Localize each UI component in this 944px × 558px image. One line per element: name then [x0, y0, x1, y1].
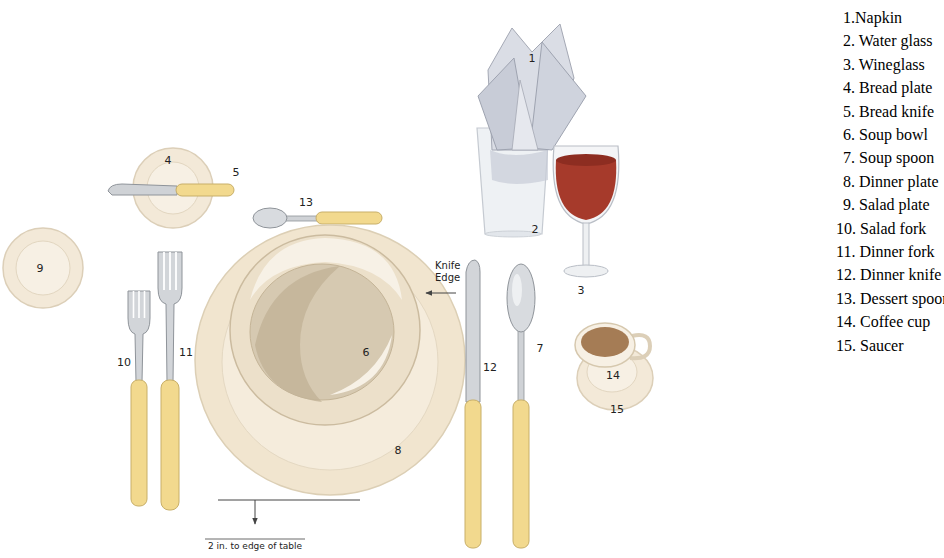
- key-item: 4. Bread plate: [843, 79, 932, 97]
- spoon-neck: [518, 328, 524, 402]
- plate-rim: [3, 228, 83, 308]
- wine-surface: [556, 154, 616, 166]
- callout-number: 15: [610, 403, 624, 416]
- key-item: 12. Dinner knife: [836, 266, 941, 284]
- dinner-plate: [195, 225, 465, 495]
- coffee-cup: [575, 323, 650, 367]
- plate-well: [16, 241, 70, 295]
- fork-handle: [161, 380, 179, 510]
- knife-handle: [176, 184, 234, 196]
- bowl-shine: [330, 335, 392, 395]
- callout-number: 10: [117, 356, 131, 369]
- fork-head: [128, 291, 150, 382]
- callout-number: 7: [537, 342, 544, 355]
- callout-number: 9: [37, 262, 44, 275]
- key-item: 14. Coffee cup: [836, 313, 930, 331]
- callout-number: 11: [179, 346, 193, 359]
- knife-edge-note: Knife Edge: [435, 260, 469, 284]
- salad-plate: [3, 228, 83, 308]
- key-item: 13. Dessert spoon: [836, 290, 944, 308]
- callout-number: 6: [363, 346, 370, 359]
- fork-handle: [131, 380, 147, 506]
- spoon-handle: [316, 212, 382, 224]
- spoon-shine: [512, 274, 522, 306]
- dimension-label: 2 in. to edge of table: [208, 541, 302, 551]
- callout-number: 5: [233, 166, 240, 179]
- key-item: 11. Dinner fork: [836, 243, 935, 261]
- salad-fork: [128, 291, 150, 506]
- soup-spoon: [507, 264, 535, 548]
- dimension-arrow: [255, 500, 256, 524]
- key-item: 7. Soup spoon: [843, 149, 934, 167]
- table-edge-dimension: [205, 500, 360, 539]
- cup-body: [575, 323, 635, 367]
- napkin-in-glass: [490, 150, 548, 184]
- dinner-knife: [465, 260, 481, 548]
- glass-stem: [583, 223, 589, 269]
- spoon-bowl: [507, 264, 535, 332]
- soup-bowl: [230, 235, 420, 425]
- callout-number: 4: [165, 154, 172, 167]
- wineglass: [553, 146, 619, 277]
- callout-number: 12: [483, 361, 497, 374]
- key-item: 6. Soup bowl: [843, 126, 928, 144]
- key-item: 2. Water glass: [843, 32, 933, 50]
- key-item: 3. Wineglass: [843, 56, 925, 74]
- callout-number: 14: [606, 369, 620, 382]
- fork-tines: [134, 291, 145, 318]
- fork-tines: [164, 252, 176, 290]
- napkin-fold: [512, 80, 538, 150]
- plate-rim: [195, 225, 465, 495]
- knife-handle: [465, 400, 481, 548]
- callout-number: 2: [532, 223, 539, 236]
- bread-knife: [108, 184, 234, 196]
- callout-number: 3: [578, 284, 585, 297]
- key-item: 5. Bread knife: [843, 103, 934, 121]
- knife-blade: [108, 184, 177, 195]
- spoon-neck: [284, 216, 320, 221]
- napkin-fold: [530, 42, 586, 150]
- dimension-line: [218, 500, 360, 501]
- callout-number: 13: [299, 196, 313, 209]
- spoon-handle: [513, 400, 529, 548]
- wine: [556, 160, 617, 220]
- key-item: 1.Napkin: [843, 9, 902, 27]
- key-item: 9. Salad plate: [843, 196, 930, 214]
- glass-foot: [564, 265, 608, 277]
- key-item: 15. Saucer: [836, 337, 904, 355]
- fork-head: [158, 252, 182, 382]
- callout-number: 8: [395, 444, 402, 457]
- bowl-shadow: [255, 266, 340, 402]
- spoon-bowl: [253, 208, 287, 228]
- coffee: [581, 327, 629, 357]
- knife-edge-arrow: [426, 293, 456, 294]
- key-item: 10. Salad fork: [836, 220, 926, 238]
- dinner-fork: [158, 252, 182, 510]
- bowl-rim: [230, 235, 420, 425]
- knife-blade: [466, 260, 480, 402]
- glass-bowl: [553, 146, 619, 224]
- table-edge-line: [205, 539, 305, 540]
- key-item: 8. Dinner plate: [843, 173, 939, 191]
- callout-number: 1: [529, 52, 536, 65]
